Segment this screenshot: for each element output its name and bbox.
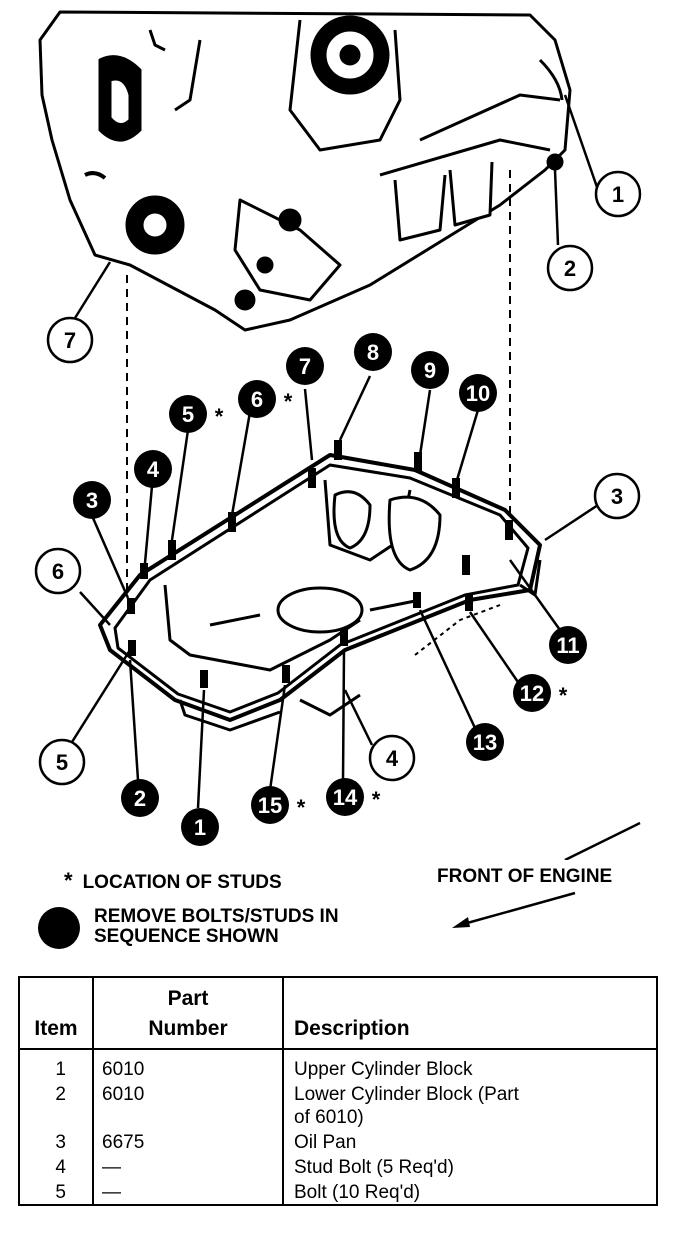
cell-part-number: — xyxy=(93,1154,284,1179)
callout-black-label-9: 9 xyxy=(424,358,436,383)
legend-black-dot-icon xyxy=(38,907,80,949)
callout-black-label-5: 5 xyxy=(182,402,194,427)
stud-star-5: * xyxy=(215,404,224,429)
callout-black-12 xyxy=(513,674,551,712)
callout-white-label-6: 6 xyxy=(52,559,64,584)
cell-description: Upper Cylinder Block xyxy=(294,1059,473,1080)
table-row: 5— Bolt (10 Req'd) xyxy=(19,1179,657,1205)
callout-black-6 xyxy=(238,380,276,418)
stud-star-12: * xyxy=(559,683,568,708)
cell-item: 4 xyxy=(19,1154,94,1179)
cell-description: Bolt (10 Req'd) xyxy=(294,1182,421,1203)
callout-white-6 xyxy=(34,547,82,595)
legend-star-symbol: * xyxy=(64,868,73,893)
callout-black-7 xyxy=(286,347,324,385)
callout-white-1 xyxy=(594,170,642,218)
callout-black-label-6: 6 xyxy=(251,387,263,412)
callout-black-8 xyxy=(354,333,392,371)
callout-black-label-12: 12 xyxy=(520,681,544,706)
cell-part-number: 6010 xyxy=(93,1081,284,1129)
legend-studs-text: LOCATION OF STUDS xyxy=(82,872,282,893)
cell-item: 2 xyxy=(19,1081,94,1129)
front-of-engine-arrow xyxy=(564,821,641,860)
legend-studs: * LOCATION OF STUDS xyxy=(64,868,282,893)
cell-item: 5 xyxy=(19,1179,94,1205)
callout-white-label-3: 3 xyxy=(611,484,623,509)
legend-sequence: REMOVE BOLTS/STUDS IN SEQUENCE SHOWN xyxy=(38,907,339,949)
callout-white-4 xyxy=(368,734,416,782)
alignment-dashed-lines xyxy=(126,170,511,610)
callout-black-label-3: 3 xyxy=(86,488,98,513)
callout-black-label-2: 2 xyxy=(134,786,146,811)
stud-star-15: * xyxy=(297,795,306,820)
cell-item: 3 xyxy=(19,1129,94,1154)
callout-white-label-4: 4 xyxy=(386,746,399,771)
callout-black-9 xyxy=(411,351,449,389)
callout-white-label-5: 5 xyxy=(56,750,68,775)
callout-black-1 xyxy=(181,808,219,846)
callout-black-4 xyxy=(134,450,172,488)
callout-black-label-1: 1 xyxy=(194,815,206,840)
engine-block-illustration xyxy=(38,10,572,332)
callout-black-label-4: 4 xyxy=(147,457,160,482)
cell-part-number: 6010 xyxy=(93,1049,284,1081)
table-row: 4— Stud Bolt (5 Req'd) xyxy=(19,1154,657,1179)
callout-black-5 xyxy=(169,395,207,433)
cell-part-number: 6675 xyxy=(93,1129,284,1154)
callout-white-5 xyxy=(38,738,86,786)
callout-black-10 xyxy=(459,374,497,412)
callout-white-7 xyxy=(46,316,94,364)
callout-white-3 xyxy=(593,472,641,520)
header-item: Item xyxy=(19,977,94,1050)
legend-sequence-line2: SEQUENCE SHOWN xyxy=(94,926,279,947)
callout-black-15 xyxy=(251,786,289,824)
legend-sequence-line1: REMOVE BOLTS/STUDS IN xyxy=(94,906,339,927)
callout-black-label-10: 10 xyxy=(466,381,490,406)
callout-black-label-8: 8 xyxy=(367,340,379,365)
callout-white-label-7: 7 xyxy=(64,328,76,353)
callout-black-label-15: 15 xyxy=(258,793,282,818)
cell-item: 1 xyxy=(19,1049,94,1081)
callout-white-2 xyxy=(546,244,594,292)
stud-star-6: * xyxy=(284,389,293,414)
leader-lines xyxy=(70,94,600,809)
callout-black-11 xyxy=(549,626,587,664)
cell-part-number: — xyxy=(93,1179,284,1205)
callout-black-13 xyxy=(466,723,504,761)
stud-star-14: * xyxy=(372,787,381,812)
callout-black-3 xyxy=(73,481,111,519)
callout-white-label-1: 1 xyxy=(612,182,624,207)
callout-black-label-11: 11 xyxy=(556,633,579,658)
callout-white-label-2: 2 xyxy=(564,256,576,281)
callout-black-label-7: 7 xyxy=(299,354,311,379)
callout-black-label-14: 14 xyxy=(333,785,358,810)
front-arrow-icon xyxy=(452,891,576,928)
cell-description: Oil Pan xyxy=(294,1132,357,1153)
callout-black-14 xyxy=(326,778,364,816)
header-description: Description xyxy=(283,977,657,1050)
cell-description: Stud Bolt (5 Req'd) xyxy=(294,1157,454,1178)
callout-black-label-13: 13 xyxy=(473,730,497,755)
front-of-engine-label: FRONT OF ENGINE xyxy=(437,866,613,887)
callout-black-2 xyxy=(121,779,159,817)
oil-pan-illustration xyxy=(98,440,542,732)
